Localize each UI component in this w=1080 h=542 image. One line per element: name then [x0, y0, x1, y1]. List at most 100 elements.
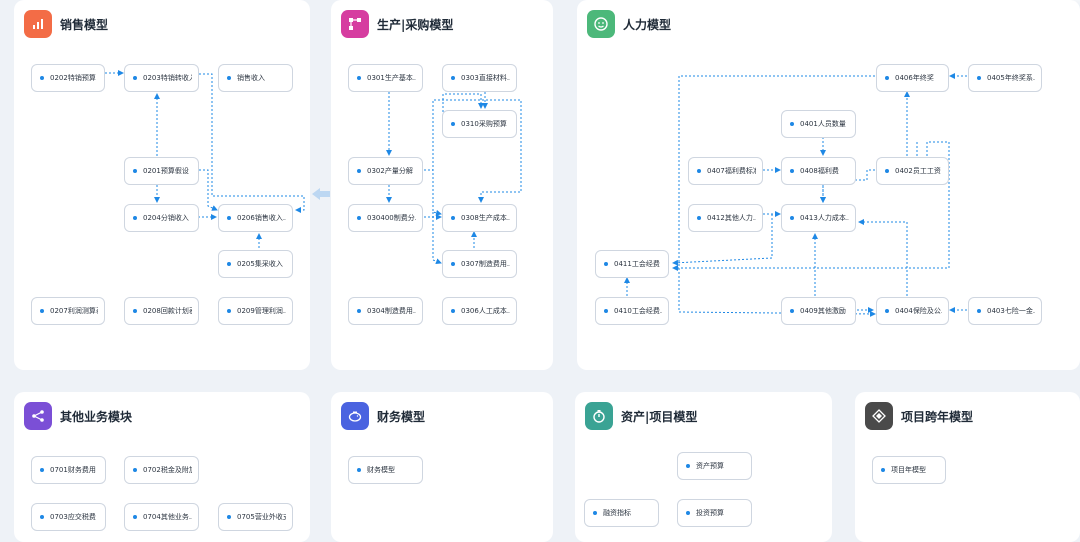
node-dot	[686, 464, 690, 468]
prod-node-0307[interactable]: 0307制造费用...	[442, 250, 517, 278]
prod-node-0310[interactable]: 0310采购预算	[442, 110, 517, 138]
sales-node-0209[interactable]: 0209管理利润...	[218, 297, 293, 325]
panel-cross-year-header: 项目跨年模型	[865, 402, 973, 430]
node-dot	[357, 309, 361, 313]
node-dot	[885, 76, 889, 80]
prod-node-0306[interactable]: 0306人工成本...	[442, 297, 517, 325]
prod-node-0308[interactable]: 0308生产成本...	[442, 204, 517, 232]
hr-node-0413[interactable]: 0413人力成本...	[781, 204, 856, 232]
hr-node-0405[interactable]: 0405年终奖系...	[968, 64, 1042, 92]
node-dot	[881, 468, 885, 472]
bar-chart-icon	[24, 10, 52, 38]
sales-node-0207[interactable]: 0207利润测算表	[31, 297, 105, 325]
other-node-0704[interactable]: 0704其他业务...	[124, 503, 199, 531]
hr-node-0401[interactable]: 0401人员数量	[781, 110, 856, 138]
sales-node-0206[interactable]: 0206销售收入...	[218, 204, 293, 232]
node-dot	[227, 76, 231, 80]
sales-node-0208[interactable]: 0208回款计划表	[124, 297, 199, 325]
asset-node-investment[interactable]: 投资预算	[677, 499, 752, 527]
sales-node-0202[interactable]: 0202特销预算	[31, 64, 105, 92]
node-dot	[227, 216, 231, 220]
panel-sales-header: 销售模型	[24, 10, 108, 38]
hr-node-0406[interactable]: 0406年终奖	[876, 64, 949, 92]
panel-production-header: 生产|采购模型	[341, 10, 453, 38]
piggy-bank-icon	[341, 402, 369, 430]
hr-node-0412[interactable]: 0412其他人力...	[688, 204, 763, 232]
hr-node-0404[interactable]: 0404保险及公...	[876, 297, 949, 325]
node-dot	[604, 309, 608, 313]
node-dot	[790, 122, 794, 126]
prod-node-0303[interactable]: 0303直接材料...	[442, 64, 517, 92]
node-dot	[686, 511, 690, 515]
panel-title: 生产|采购模型	[377, 17, 454, 32]
cross-node-model[interactable]: 项目年模型	[872, 456, 946, 484]
node-dot	[227, 515, 231, 519]
other-node-0705[interactable]: 0705营业外收支	[218, 503, 293, 531]
node-dot	[790, 169, 794, 173]
sales-node-0203[interactable]: 0203特销转收入	[124, 64, 199, 92]
hr-node-0409[interactable]: 0409其他激励	[781, 297, 856, 325]
sales-node-0204[interactable]: 0204分销收入	[124, 204, 199, 232]
sales-node-0201[interactable]: 0201预算假设	[124, 157, 199, 185]
other-node-0701[interactable]: 0701财务费用	[31, 456, 106, 484]
node-dot	[40, 515, 44, 519]
node-dot	[593, 511, 597, 515]
panel-finance: 财务模型 财务模型	[331, 392, 553, 542]
node-dot	[451, 216, 455, 220]
node-dot	[133, 515, 137, 519]
panel-title: 人力模型	[623, 17, 672, 32]
other-node-0702[interactable]: 0702税金及附加	[124, 456, 199, 484]
hr-node-0411[interactable]: 0411工会经费	[595, 250, 669, 278]
node-dot	[357, 76, 361, 80]
prod-node-030400[interactable]: 030400制费分...	[348, 204, 423, 232]
panel-title: 其他业务模块	[60, 409, 133, 424]
hr-node-0402[interactable]: 0402员工工资	[876, 157, 949, 185]
hr-node-0410[interactable]: 0410工会经费...	[595, 297, 669, 325]
node-dot	[40, 468, 44, 472]
other-node-0703[interactable]: 0703应交税费	[31, 503, 106, 531]
panel-hr: 人力模型 0406年终奖 0405年终奖系... 0401人员数量 0407福利…	[577, 0, 1080, 370]
node-dot	[697, 169, 701, 173]
node-dot	[697, 216, 701, 220]
prod-node-0302[interactable]: 0302产量分解	[348, 157, 423, 185]
hr-node-0408[interactable]: 0408福利费	[781, 157, 856, 185]
hr-node-0407[interactable]: 0407福利费标准	[688, 157, 763, 185]
prod-node-0301[interactable]: 0301生产基本...	[348, 64, 423, 92]
asset-node-financing[interactable]: 融资指标	[584, 499, 659, 527]
panel-production: 生产|采购模型 0301生产基本... 0303直接材料... 0310采购预算…	[331, 0, 553, 370]
node-dot	[357, 216, 361, 220]
sales-node-revenue[interactable]: 销售收入	[218, 64, 293, 92]
node-dot	[885, 309, 889, 313]
node-dot	[133, 309, 137, 313]
node-dot	[357, 169, 361, 173]
panel-cross-year: 项目跨年模型 项目年模型	[855, 392, 1080, 542]
prod-node-0304[interactable]: 0304制造费用...	[348, 297, 423, 325]
panel-title: 项目跨年模型	[901, 409, 974, 424]
panel-title: 销售模型	[60, 17, 109, 32]
node-dot	[451, 309, 455, 313]
flow-icon	[341, 10, 369, 38]
smile-icon	[587, 10, 615, 38]
node-dot	[451, 262, 455, 266]
panel-sales: 销售模型 0202特销预算 0203特销转收入 销售收入 0201预算假设 02…	[14, 0, 310, 370]
diamond-icon	[865, 402, 893, 430]
node-dot	[451, 122, 455, 126]
node-dot	[40, 76, 44, 80]
share-icon	[24, 402, 52, 430]
asset-node-budget[interactable]: 资产预算	[677, 452, 752, 480]
node-dot	[133, 76, 137, 80]
panel-title: 财务模型	[377, 409, 426, 424]
panel-finance-header: 财务模型	[341, 402, 425, 430]
panel-hr-header: 人力模型	[587, 10, 671, 38]
node-dot	[357, 468, 361, 472]
sales-node-0205[interactable]: 0205集采收入	[218, 250, 293, 278]
hr-node-0403[interactable]: 0403七险一金...	[968, 297, 1042, 325]
node-dot	[133, 169, 137, 173]
panel-other-header: 其他业务模块	[24, 402, 132, 430]
finance-node-model[interactable]: 财务模型	[348, 456, 423, 484]
node-dot	[790, 309, 794, 313]
node-dot	[977, 309, 981, 313]
panel-asset: 资产|项目模型 资产预算 融资指标 投资预算	[575, 392, 832, 542]
node-dot	[604, 262, 608, 266]
timer-icon	[585, 402, 613, 430]
